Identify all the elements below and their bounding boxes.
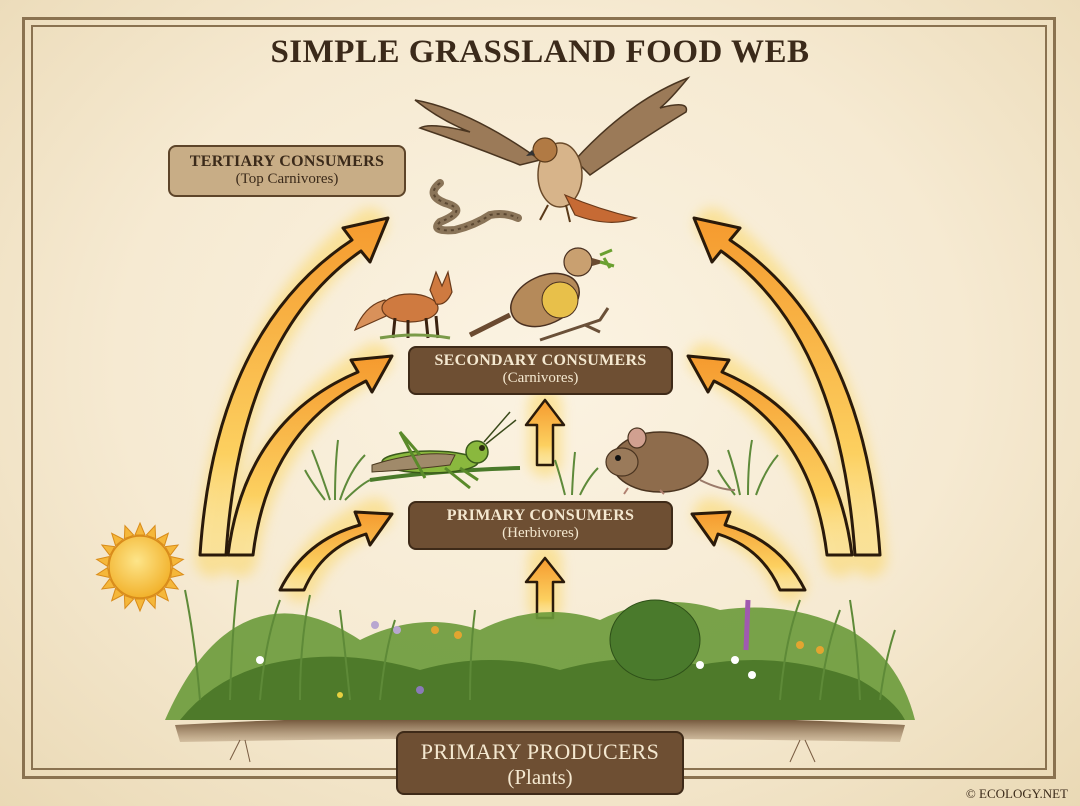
arrow-producers-to-primary-right [690, 510, 807, 592]
grass-tufts [304, 439, 779, 501]
page-title: SIMPLE GRASSLAND FOOD WEB [270, 34, 810, 70]
label-primary-title: PRIMARY CONSUMERS [446, 507, 635, 524]
snake-illustration [429, 179, 522, 235]
label-secondary-title: SECONDARY CONSUMERS [434, 352, 647, 369]
meadowlark-illustration [468, 247, 615, 342]
mouse-illustration [605, 427, 736, 495]
label-producers-subtitle: (Plants) [507, 765, 573, 789]
label-primary-subtitle: (Herbivores) [502, 525, 579, 541]
wildflowers [256, 599, 824, 698]
label-primary-producers: PRIMARY PRODUCERS (Plants) [396, 731, 684, 795]
arrow-primary-to-secondary-center [524, 398, 566, 467]
arrow-producers-to-secondary-right [686, 354, 854, 557]
hawk-illustration [414, 76, 691, 223]
copyright-notice: © ECOLOGY.NET [965, 786, 1068, 801]
arrow-producers-to-tertiary-left [198, 216, 390, 557]
label-tertiary-subtitle: (Top Carnivores) [235, 171, 339, 187]
arrow-producers-to-primary-left [278, 510, 394, 592]
label-tertiary-consumers: TERTIARY CONSUMERS (Top Carnivores) [168, 145, 406, 197]
grassland-plants [165, 579, 915, 763]
label-secondary-subtitle: (Carnivores) [502, 370, 579, 386]
label-secondary-consumers: SECONDARY CONSUMERS (Carnivores) [408, 346, 673, 395]
grasshopper-illustration [369, 411, 521, 490]
arrow-producers-to-secondary-left [226, 354, 394, 557]
fox-illustration [353, 269, 453, 340]
sun-icon [95, 521, 185, 613]
label-primary-consumers: PRIMARY CONSUMERS (Herbivores) [408, 501, 673, 550]
label-producers-title: PRIMARY PRODUCERS [420, 739, 660, 764]
label-tertiary-title: TERTIARY CONSUMERS [189, 153, 385, 170]
arrow-producers-to-tertiary-right [692, 216, 882, 557]
arrow-producers-to-primary-center [524, 556, 566, 620]
